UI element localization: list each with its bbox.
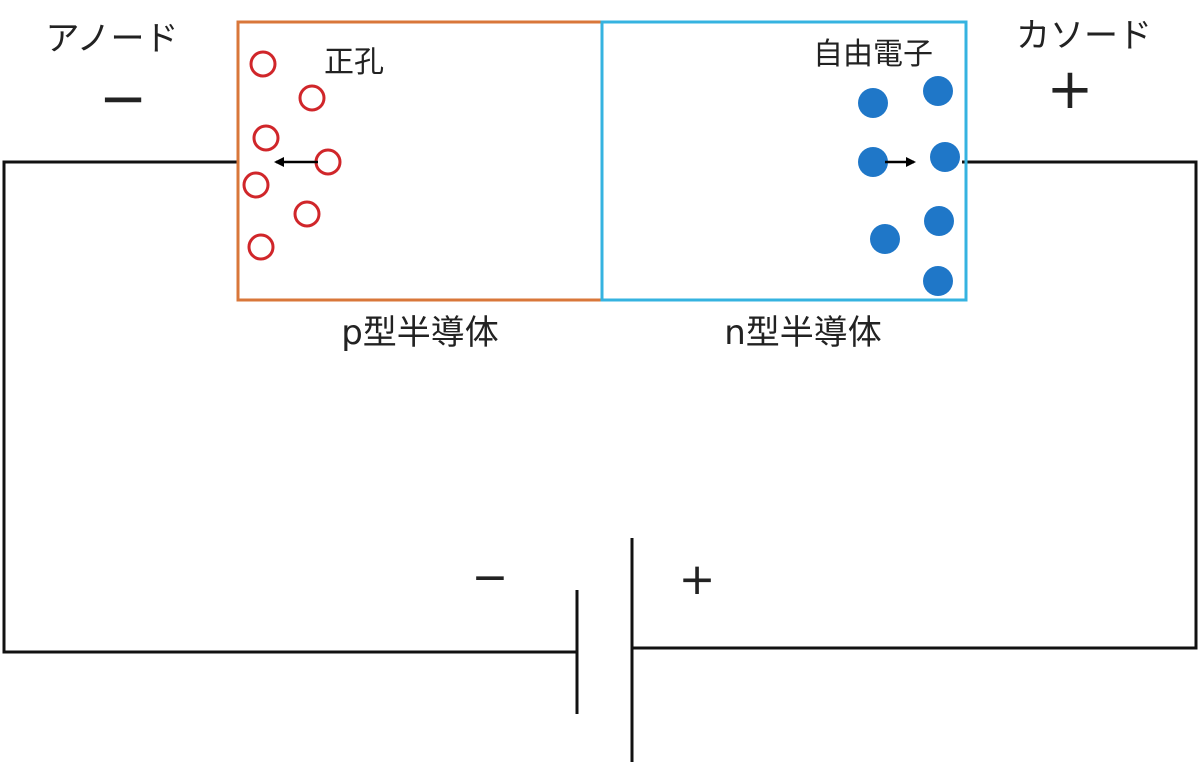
hole [314,148,342,176]
p-type-label: p型半導体 [341,313,499,353]
n-type-label: n型半導体 [724,313,882,353]
hole [242,171,270,199]
free-electron [930,142,960,172]
holes-group [242,50,342,261]
right-wire [632,160,1198,650]
holes-label: 正孔 [324,45,384,80]
free-electron [858,88,888,118]
battery-plus-sign: + [679,554,716,605]
hole [298,84,326,112]
free-electrons-label: 自由電子 [813,37,933,72]
circuit-wires [2,160,1198,654]
battery-minus-sign: − [472,552,509,603]
battery: − + [472,538,716,762]
free-electron [870,224,900,254]
free-electron [858,147,888,177]
hole [293,200,321,228]
cathode-sign: + [1047,57,1094,122]
electrons-group [858,76,960,296]
hole [252,124,280,152]
n-type-region [600,20,968,302]
free-electron [924,206,954,236]
anode-sign: − [99,64,148,132]
hole [249,50,277,78]
left-wire [2,160,578,654]
free-electron [923,76,953,106]
hole [247,233,275,261]
free-electron [923,266,953,296]
cathode-label: カソード [1016,16,1152,56]
anode-label: アノード [46,19,179,59]
